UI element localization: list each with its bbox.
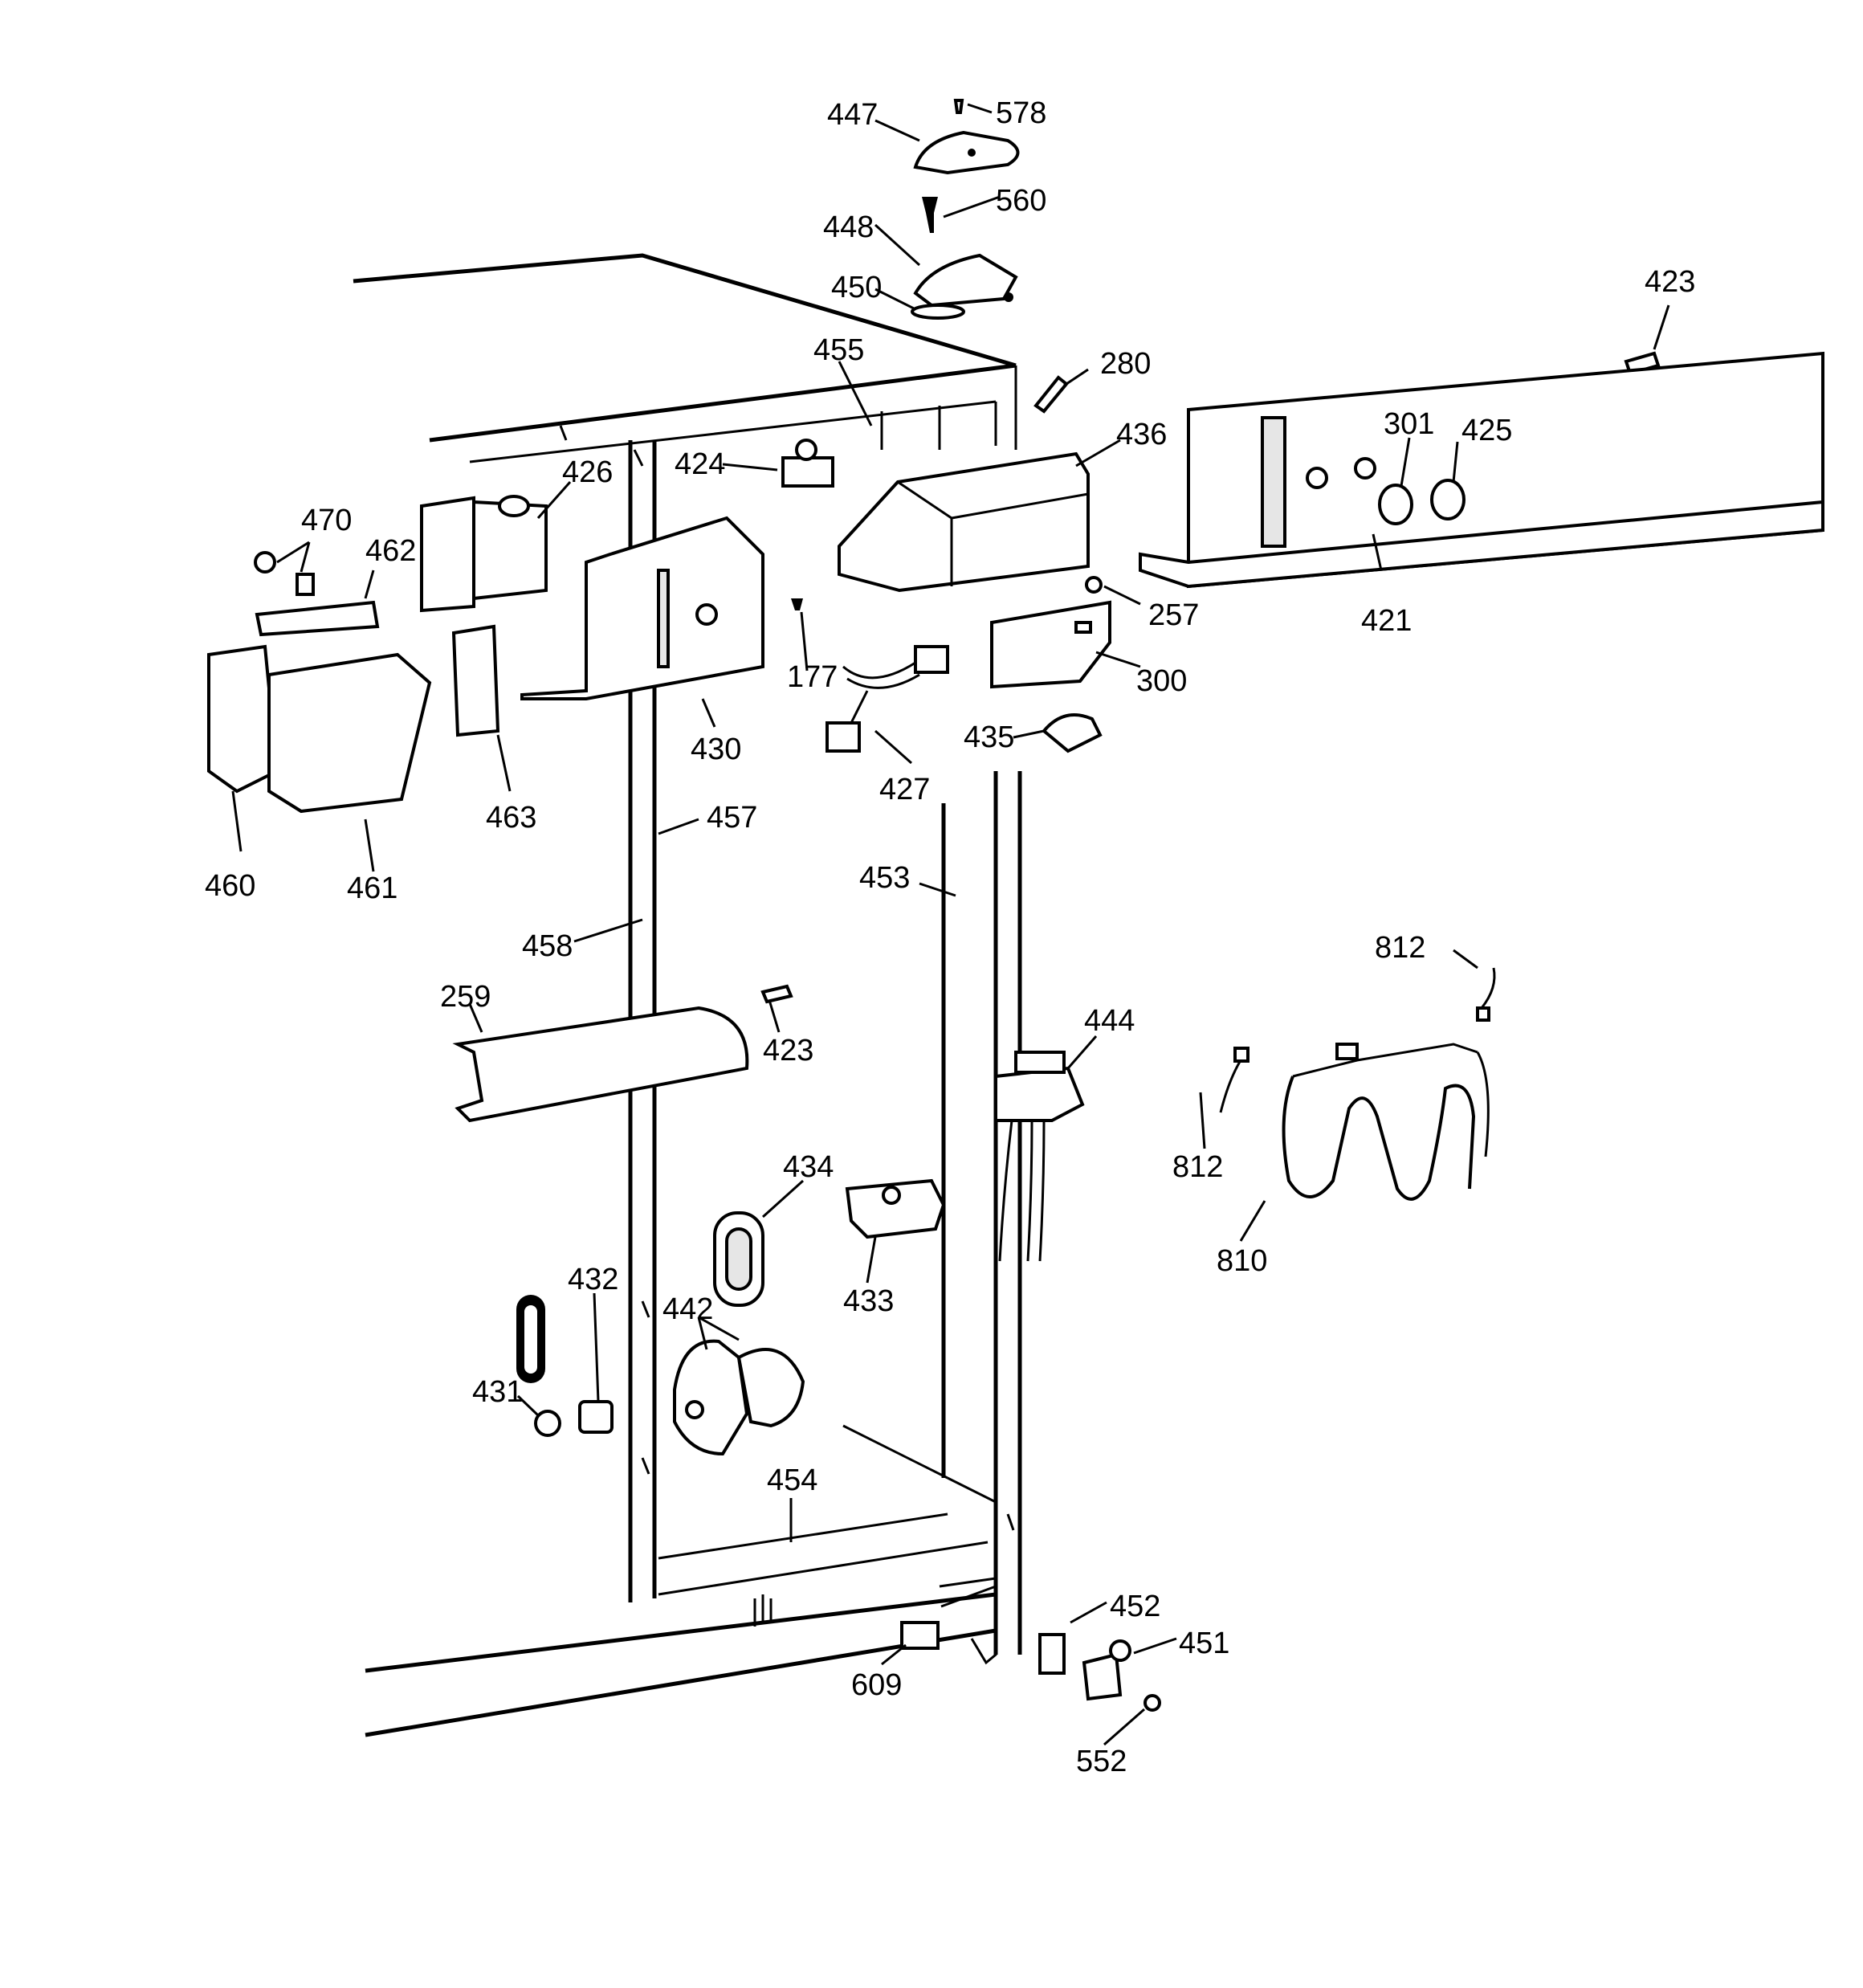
part-812-tube-b	[1219, 1047, 1249, 1113]
part-462-gasket	[255, 600, 380, 637]
label-450: 450	[831, 271, 882, 304]
label-280: 280	[1100, 347, 1151, 381]
label-259: 259	[440, 980, 491, 1014]
label-424: 424	[675, 447, 725, 481]
part-552-screw	[1143, 1694, 1161, 1712]
label-427: 427	[879, 773, 930, 806]
part-301-knob	[1378, 484, 1413, 525]
part-450-washer	[911, 304, 965, 320]
part-578-screw	[953, 99, 964, 114]
part-430-cover	[520, 516, 764, 700]
part-463-clip	[451, 624, 500, 737]
label-455: 455	[813, 333, 864, 367]
part-435-bulb	[1042, 713, 1103, 753]
part-560-screw	[922, 197, 938, 233]
label-423-top: 423	[1645, 265, 1695, 299]
part-452-plate	[1038, 1633, 1066, 1675]
part-421-panel	[1139, 351, 1824, 589]
label-461: 461	[347, 872, 397, 905]
label-578: 578	[996, 96, 1046, 130]
part-436-housing	[838, 451, 1090, 593]
label-457: 457	[707, 801, 757, 835]
label-444: 444	[1084, 1004, 1135, 1038]
part-444-dispenser-valve	[994, 1051, 1085, 1262]
part-425-knob	[1430, 479, 1466, 520]
part-442-actuator	[673, 1339, 805, 1456]
label-425: 425	[1461, 414, 1512, 447]
part-609-clip	[900, 1621, 940, 1650]
label-300: 300	[1136, 664, 1187, 698]
label-442: 442	[662, 1292, 713, 1326]
label-433: 433	[843, 1284, 894, 1318]
part-432-spacer	[578, 1400, 614, 1434]
leader-lines	[231, 103, 1670, 1746]
label-552: 552	[1076, 1745, 1127, 1778]
part-812-tube-a	[1476, 967, 1496, 1022]
part-423-connector-mid	[760, 984, 793, 1004]
label-448: 448	[823, 210, 874, 244]
part-434-grille	[713, 1211, 764, 1307]
part-431-pad	[516, 1295, 545, 1383]
label-447: 447	[827, 98, 878, 132]
label-430: 430	[691, 733, 741, 766]
label-462: 462	[365, 534, 416, 568]
part-448-bracket	[913, 253, 1018, 308]
label-453: 453	[859, 861, 910, 895]
label-463: 463	[486, 801, 536, 835]
label-812-bottom: 812	[1172, 1150, 1223, 1184]
label-454: 454	[767, 1463, 817, 1497]
part-461-housing	[267, 652, 432, 814]
label-436: 436	[1116, 418, 1167, 451]
part-433-block	[845, 1178, 946, 1239]
label-431: 431	[472, 1375, 523, 1409]
part-177-screw	[791, 598, 803, 610]
label-435: 435	[964, 720, 1014, 754]
part-447-cover	[913, 130, 1020, 175]
part-451-hinge	[1082, 1639, 1131, 1701]
part-280-tube	[1033, 375, 1069, 414]
label-812-top: 812	[1375, 931, 1425, 965]
label-451: 451	[1179, 1627, 1229, 1660]
label-452: 452	[1110, 1590, 1160, 1623]
part-labels: 447 578 560 448 450 455 280 423 301 425 …	[205, 96, 1695, 1778]
part-426-bracket	[420, 495, 548, 613]
label-177: 177	[787, 660, 838, 694]
part-259-trim	[452, 1006, 749, 1123]
part-257-screw	[1085, 576, 1103, 594]
label-257: 257	[1148, 598, 1199, 632]
part-470-fasteners	[254, 551, 315, 596]
label-421: 421	[1361, 604, 1412, 638]
label-560: 560	[996, 184, 1046, 218]
part-300-board	[990, 600, 1111, 689]
part-431-cap	[534, 1410, 561, 1437]
label-423-mid: 423	[763, 1034, 813, 1067]
label-460: 460	[205, 869, 255, 903]
label-426: 426	[562, 455, 613, 489]
label-470: 470	[301, 504, 352, 537]
part-427-harness	[826, 645, 949, 753]
part-460-housing	[207, 644, 279, 794]
label-810: 810	[1217, 1244, 1267, 1278]
part-424-switch	[781, 439, 834, 488]
label-458: 458	[522, 929, 573, 963]
label-434: 434	[783, 1150, 834, 1184]
label-432: 432	[568, 1263, 618, 1296]
part-810-water-tank	[1282, 1043, 1490, 1201]
label-609: 609	[851, 1668, 902, 1702]
label-301: 301	[1384, 407, 1434, 441]
